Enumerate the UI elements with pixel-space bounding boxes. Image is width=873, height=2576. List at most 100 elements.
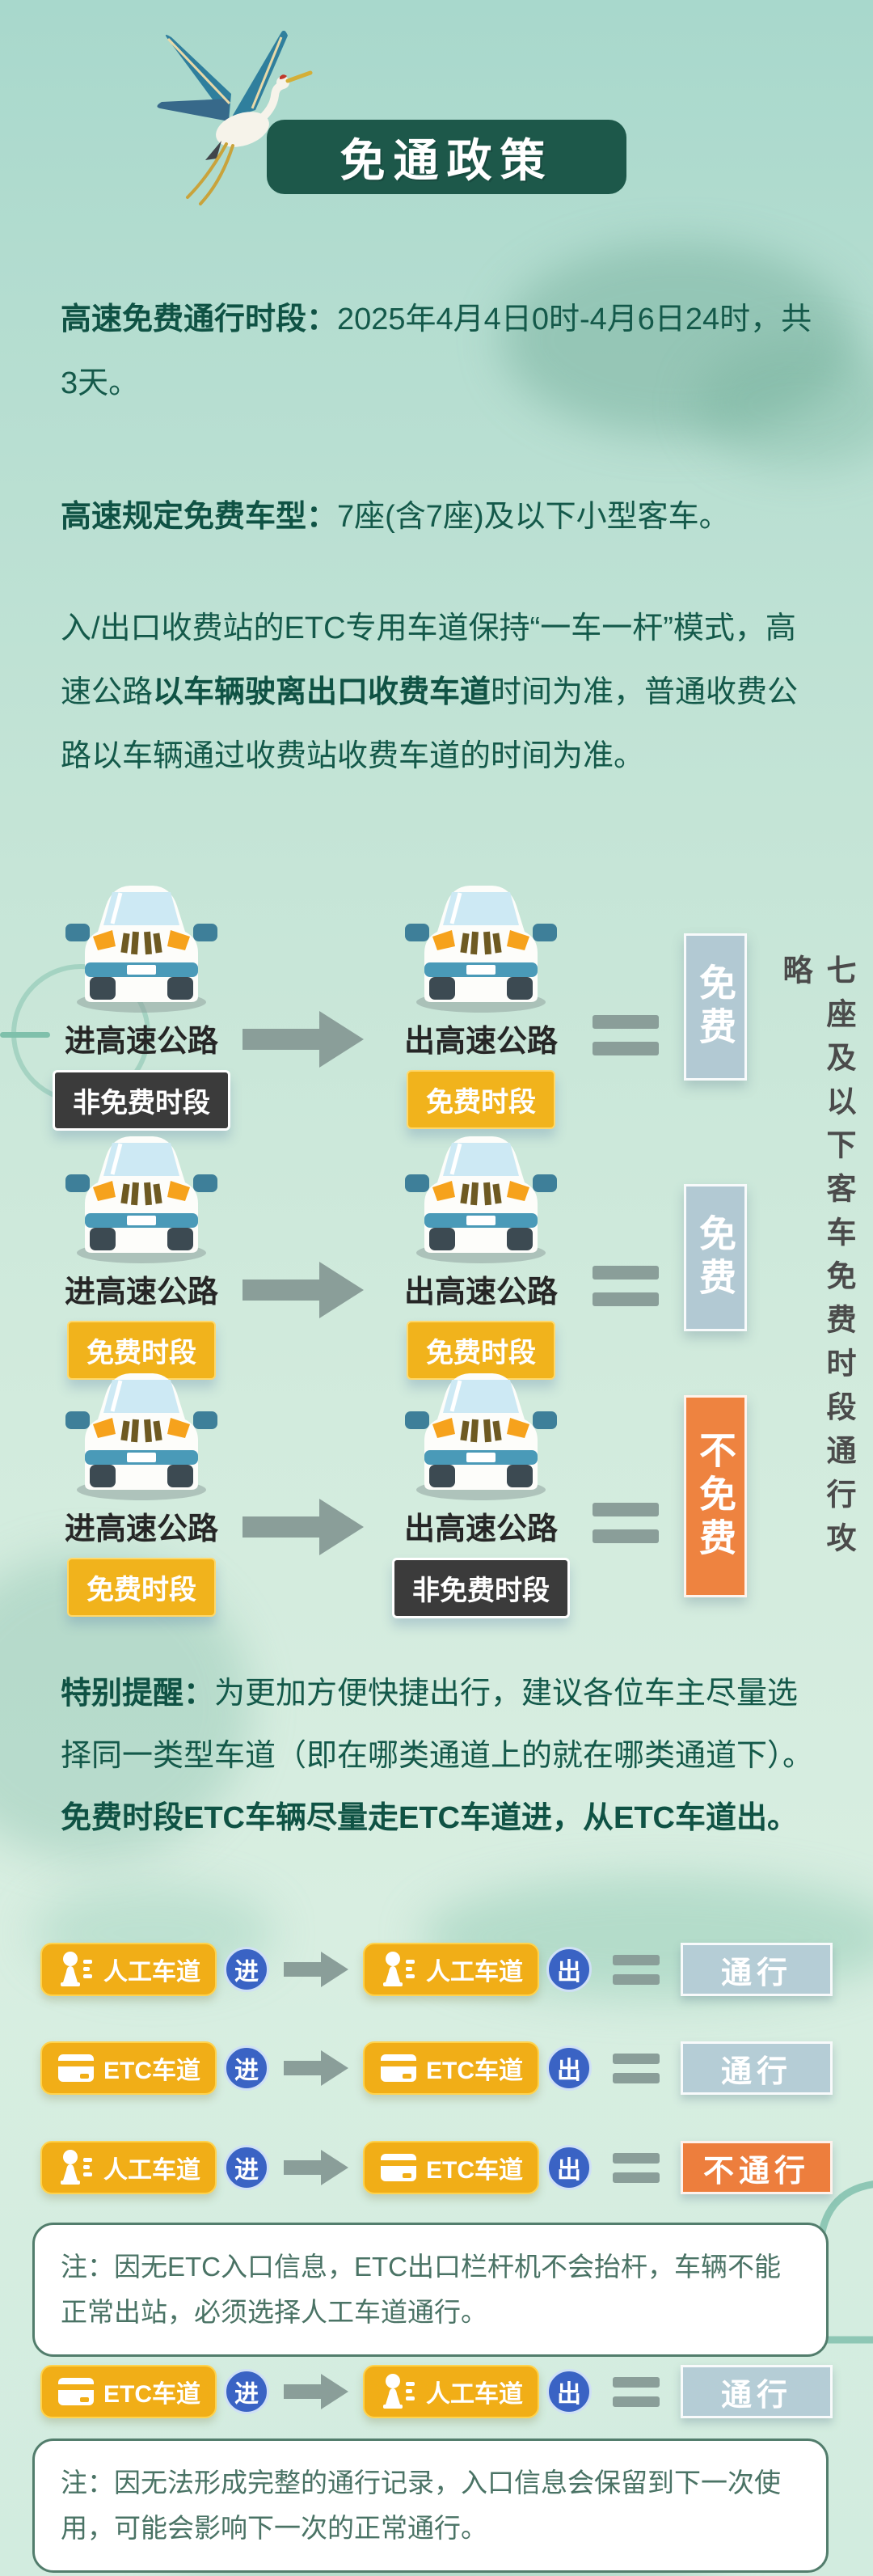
car-icon (400, 1363, 562, 1500)
exit-tag: 出 (546, 1947, 592, 1992)
page-title: 免通政策 (340, 134, 554, 186)
car-icon (400, 1126, 562, 1263)
exit-highway-group: 出高速公路 免费时段 (388, 1126, 574, 1380)
equals-icon (613, 2376, 660, 2407)
car-scenario-row: 进高速公路 非免费时段 出高速公路 免费时段 免费 (0, 875, 760, 1131)
arrow-icon (242, 1499, 364, 1555)
enter-highway-group: 进高速公路 免费时段 (48, 1363, 234, 1617)
exit-lane-box: 人工车道 (363, 1943, 539, 1996)
equals-icon (593, 1265, 659, 1307)
time-badge: 免费时段 (407, 1321, 555, 1380)
lane-label: 人工车道 (426, 1959, 523, 1986)
note-box: 注：因无ETC入口信息，ETC出口栏杆机不会抬杆，车辆不能正常出站，必须选择人工… (32, 2223, 829, 2357)
reminder-label: 特别提醒： (61, 1677, 215, 1711)
lane-label: 人工车道 (103, 1959, 200, 1986)
enter-lane-box: 人工车道 (40, 2141, 217, 2194)
equals-icon (613, 1954, 660, 1985)
time-badge: 免费时段 (67, 1558, 216, 1617)
enter-highway-group: 进高速公路 免费时段 (48, 1126, 234, 1380)
free-vehicle-paragraph: 高速规定免费车型：7座(含7座)及以下小型客车。 (61, 485, 824, 549)
lane-scenario-row: 人工车道 进 ETC车道 出 不通行 (40, 2139, 849, 2196)
result-badge: 通行 (681, 2365, 833, 2418)
title-banner: 免通政策 (267, 120, 626, 194)
decorative-line (0, 1032, 50, 1038)
car-icon (61, 1126, 222, 1263)
exit-label: 出高速公路 (403, 1512, 558, 1546)
free-vehicle-value: 7座(含7座)及以下小型客车。 (337, 500, 730, 534)
arrow-icon (284, 2374, 348, 2409)
lane-label: ETC车道 (103, 2058, 200, 2084)
exit-label: 出高速公路 (403, 1275, 558, 1309)
enter-label: 进高速公路 (64, 1512, 218, 1546)
time-badge: 非免费时段 (53, 1070, 230, 1131)
result-badge: 通行 (681, 2041, 833, 2095)
note-box: 注：因无法形成完整的通行记录，入口信息会保留到下一次使用，可能会影响下一次的正常… (32, 2439, 829, 2573)
exit-lane-box: ETC车道 (363, 2141, 539, 2194)
exit-tag: 出 (546, 2369, 592, 2414)
lane-label: 人工车道 (103, 2157, 200, 2184)
time-badge: 免费时段 (407, 1070, 555, 1129)
time-badge: 非免费时段 (392, 1558, 570, 1618)
free-period-label: 高速免费通行时段： (61, 302, 338, 336)
exit-tag: 出 (546, 2045, 592, 2091)
enter-label: 进高速公路 (64, 1275, 218, 1309)
result-badge: 免费 (684, 933, 747, 1081)
exit-lane-box: 人工车道 (363, 2365, 539, 2418)
lane-label: ETC车道 (426, 2157, 523, 2184)
enter-label: 进高速公路 (64, 1025, 218, 1059)
free-period-value: 2025年4月4日0时-4月6日24时，共3天。 (61, 302, 812, 400)
free-period-paragraph: 高速免费通行时段：2025年4月4日0时-4月6日24时，共3天。 (61, 288, 824, 416)
exit-tag: 出 (546, 2145, 592, 2190)
lane-scenario-row: ETC车道 进 人工车道 出 通行 (40, 2363, 849, 2420)
lane-scenario-row: ETC车道 进 ETC车道 出 通行 (40, 2040, 849, 2096)
etc-rule-paragraph: 入/出口收费站的ETC专用车道保持“一车一杆”模式，高速公路以车辆驶离出口收费车… (61, 611, 799, 773)
etc-card-icon (57, 2049, 95, 2087)
enter-lane-box: 人工车道 (40, 1943, 217, 1996)
enter-tag: 进 (224, 2045, 269, 2091)
result-badge: 不通行 (681, 2141, 833, 2194)
result-badge: 通行 (681, 1943, 833, 1996)
lane-label: ETC车道 (426, 2058, 523, 2084)
arrow-icon (284, 2150, 348, 2185)
equals-icon (593, 1014, 659, 1056)
time-badge: 免费时段 (67, 1321, 216, 1380)
crane-illustration (157, 31, 313, 205)
etc-card-icon (57, 2372, 95, 2411)
enter-highway-group: 进高速公路 非免费时段 (48, 875, 234, 1131)
etc-card-icon (379, 2049, 418, 2087)
enter-tag: 进 (224, 2369, 269, 2414)
exit-highway-group: 出高速公路 非免费时段 (388, 1363, 574, 1618)
person-icon (379, 1950, 418, 1989)
car-icon (61, 875, 222, 1013)
enter-tag: 进 (224, 1947, 269, 1992)
etc-card-icon (379, 2148, 418, 2187)
exit-lane-box: ETC车道 (363, 2041, 539, 2095)
arrow-icon (242, 1011, 364, 1068)
special-reminder-paragraph: 特别提醒：为更加方便快捷出行，建议各位车主尽量选择同一类型车道（即在哪类通道上的… (61, 1677, 814, 1835)
enter-lane-box: ETC车道 (40, 2041, 217, 2095)
person-icon (379, 2372, 418, 2411)
equals-icon (613, 2053, 660, 2083)
car-scenario-row: 进高速公路 免费时段 出高速公路 非免费时段 不免费 (0, 1363, 760, 1618)
car-icon (61, 1363, 222, 1500)
enter-lane-box: ETC车道 (40, 2365, 217, 2418)
free-vehicle-label: 高速规定免费车型： (61, 500, 338, 534)
car-scenario-row: 进高速公路 免费时段 出高速公路 免费时段 免费 (0, 1126, 760, 1380)
person-icon (57, 1950, 95, 1989)
arrow-icon (284, 2050, 348, 2086)
exit-highway-group: 出高速公路 免费时段 (388, 875, 574, 1129)
equals-icon (593, 1502, 659, 1544)
enter-tag: 进 (224, 2145, 269, 2190)
car-icon (400, 875, 562, 1013)
lane-label: ETC车道 (103, 2381, 200, 2408)
exit-label: 出高速公路 (403, 1025, 558, 1059)
result-badge: 免费 (684, 1184, 747, 1331)
arrow-icon (284, 1952, 348, 1987)
side-caption: 七座及以下客车免费时段通行攻略 (778, 954, 855, 1566)
person-icon (57, 2148, 95, 2187)
lane-scenario-row: 人工车道 进 人工车道 出 通行 (40, 1941, 849, 1998)
result-badge: 不免费 (684, 1395, 747, 1597)
arrow-icon (242, 1262, 364, 1318)
equals-icon (613, 2152, 660, 2183)
